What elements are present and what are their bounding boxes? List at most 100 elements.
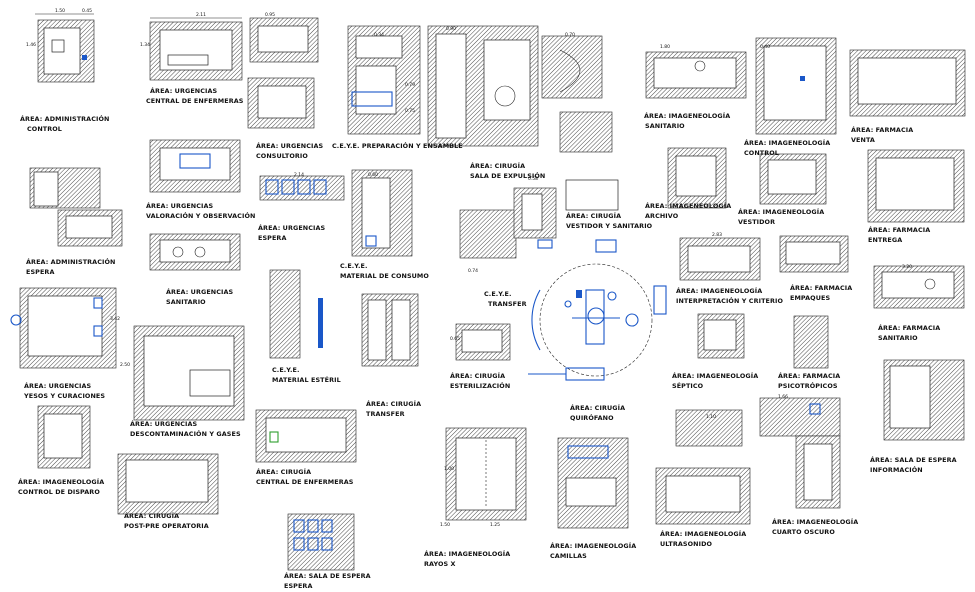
dimension-labels: 1.50 0.45 2.11 0.95 1.34 1.46 3.42 0.34 … xyxy=(26,8,912,528)
label-farm-entrega-1: ÁREA: FARMACIA xyxy=(868,225,930,234)
plan-urg-yesos xyxy=(10,287,117,369)
label-img-sanitario-2: SANITARIO xyxy=(645,122,685,130)
dim: 0.75 xyxy=(405,108,415,114)
label-farm-empaques-2: EMPAQUES xyxy=(790,294,830,302)
label-urg-sanitario-2: SANITARIO xyxy=(166,298,206,306)
label-urg-espera-2: ESPERA xyxy=(258,234,286,242)
plan-img-interpretacion xyxy=(679,235,849,281)
label-farm-venta-2: VENTA xyxy=(851,136,875,144)
label-img-rayos-2: RAYOS X xyxy=(424,560,456,568)
dim: 1.34 xyxy=(140,42,150,48)
plan-img-camillas xyxy=(557,437,629,529)
label-ceye-transfer-1: C.E.Y.E. xyxy=(484,290,512,298)
label-img-septico-2: SÉPTICO xyxy=(672,381,704,390)
label-ceye-prep: C.E.Y.E. PREPARACIÓN Y ENSAMBLE xyxy=(332,141,463,150)
label-cir-quirofano-1: ÁREA: CIRUGÍA xyxy=(570,403,625,412)
dim: 0.45 xyxy=(82,8,92,14)
label-img-archivo-1: ÁREA: IMAGENEOLOGÍA xyxy=(645,201,731,210)
dim: 0.90 xyxy=(446,26,456,32)
plan-farm-entrega xyxy=(867,149,965,223)
label-img-ultrasonido-1: ÁREA: IMAGENEOLOGÍA xyxy=(660,529,746,538)
label-cir-central-2: CENTRAL DE ENFERMERAS xyxy=(256,478,354,486)
label-cir-esterilizacion-1: ÁREA: CIRUGÍA xyxy=(450,371,505,380)
dim: 0.40 xyxy=(760,44,770,50)
label-img-vestidor-1: ÁREA: IMAGENEOLOGÍA xyxy=(738,207,824,216)
label-farm-empaques-1: ÁREA: FARMACIA xyxy=(790,283,852,292)
plan-espera-espera xyxy=(287,513,355,571)
label-img-ultrasonido-2: ULTRASONIDO xyxy=(660,540,712,548)
label-img-camillas-2: CAMILLAS xyxy=(550,552,587,560)
label-ceye-esteril-1: C.E.Y.E. xyxy=(272,366,300,374)
dim: 0.79 xyxy=(405,82,415,88)
dim: 0.65 xyxy=(450,336,460,342)
label-farm-psico-2: PSICOTRÓPICOS xyxy=(778,381,838,390)
label-urg-central-1: ÁREA: URGENCIAS xyxy=(150,86,218,95)
dim: 1.50 xyxy=(55,8,65,14)
plan-ceye-prep xyxy=(247,25,421,135)
dim: 0.95 xyxy=(265,12,275,18)
plan-ceye-transfer xyxy=(361,293,419,367)
label-ceye-consumo-2: MATERIAL DE CONSUMO xyxy=(340,272,429,280)
plan-espera-info xyxy=(883,359,965,441)
plan-img-ultrasonido xyxy=(655,409,751,525)
plan-img-vestidor xyxy=(759,153,827,205)
plan-img-sanitario xyxy=(645,51,747,99)
plan-urg-central xyxy=(149,17,243,81)
label-cir-vestidor-1: ÁREA: CIRUGÍA xyxy=(566,211,621,220)
label-farm-sanitario-1: ÁREA: FARMACIA xyxy=(878,323,940,332)
label-espera-espera-1: ÁREA: SALA DE ESPERA xyxy=(284,571,371,580)
label-ceye-consumo-1: C.E.Y.E. xyxy=(340,262,368,270)
label-cir-central-1: ÁREA: CIRUGÍA xyxy=(256,467,311,476)
label-img-disparo-2: CONTROL DE DISPARO xyxy=(18,488,100,496)
plan-farm-psico xyxy=(793,315,829,369)
label-espera-info-1: ÁREA: SALA DE ESPERA xyxy=(870,455,957,464)
label-cir-vestidor-2: VESTIDOR Y SANITARIO xyxy=(566,222,653,230)
label-img-disparo-1: ÁREA: IMAGENEOLOGÍA xyxy=(18,477,104,486)
plan-ceye-consumo xyxy=(351,169,413,257)
dim: 2.83 xyxy=(712,232,722,238)
label-urg-sanitario-1: ÁREA: URGENCIAS xyxy=(166,287,234,296)
dim: 2.11 xyxy=(196,12,206,18)
dim: 3.42 xyxy=(110,316,120,322)
plan-urg-valoracion xyxy=(149,139,241,193)
plan-urg-descontam xyxy=(133,325,245,421)
plan-img-archivo xyxy=(667,147,727,209)
label-img-septico-1: ÁREA: IMAGENEOLOGÍA xyxy=(672,371,758,380)
plan-top-box-a xyxy=(249,17,319,63)
label-urg-central-2: CENTRAL DE ENFERMERAS xyxy=(146,97,244,105)
label-img-archivo-2: ARCHIVO xyxy=(645,212,679,220)
plan-adm-espera xyxy=(29,167,123,247)
plan-img-control xyxy=(755,37,966,135)
plan-urg-sanitario xyxy=(149,233,241,271)
label-farm-sanitario-2: SANITARIO xyxy=(878,334,918,342)
dim: 1.80 xyxy=(660,44,670,50)
dim: 1.46 xyxy=(26,42,36,48)
plan-img-rayos xyxy=(445,427,527,521)
label-img-control-1: ÁREA: IMAGENEOLOGÍA xyxy=(744,138,830,147)
plan-adm-control xyxy=(35,13,95,83)
dim: 0.70 xyxy=(565,32,575,38)
plan-cir-esterilizacion xyxy=(455,323,511,361)
plan-cir-postpre xyxy=(117,453,219,515)
label-img-control-2: CONTROL xyxy=(744,149,779,157)
label-espera-espera-2: ESPERA xyxy=(284,582,312,590)
label-img-sanitario-1: ÁREA: IMAGENEOLOGÍA xyxy=(644,111,730,120)
label-adm-control-1: ÁREA: ADMINISTRACIÓN xyxy=(20,114,109,123)
label-cir-postpre-1: ÁREA: CIRUGÍA xyxy=(124,511,179,520)
label-farm-venta-1: ÁREA: FARMACIA xyxy=(851,125,913,134)
plan-ceye-esteril xyxy=(269,269,323,359)
label-img-camillas-1: ÁREA: IMAGENEOLOGÍA xyxy=(550,541,636,550)
plan-cir-expulsion xyxy=(427,25,603,147)
dim: 1.66 xyxy=(778,394,788,400)
label-urg-espera-1: ÁREA: URGENCIAS xyxy=(258,223,326,232)
label-adm-espera-2: ESPERA xyxy=(26,268,54,276)
label-urg-valoracion-2: VALORACIÓN Y OBSERVACIÓN xyxy=(146,211,255,220)
label-urg-consultorio-1: ÁREA: URGENCIAS xyxy=(256,141,324,150)
plan-img-cuarto xyxy=(759,397,841,509)
label-img-cuarto-2: CUARTO OSCURO xyxy=(772,528,835,536)
label-img-rayos-1: ÁREA: IMAGENEOLOGÍA xyxy=(424,549,510,558)
dim: 1.00 xyxy=(444,466,454,472)
label-img-interpretacion-1: ÁREA: IMAGENEOLOGÍA xyxy=(676,286,762,295)
label-cir-expulsion-1: ÁREA: CIRUGÍA xyxy=(470,161,525,170)
